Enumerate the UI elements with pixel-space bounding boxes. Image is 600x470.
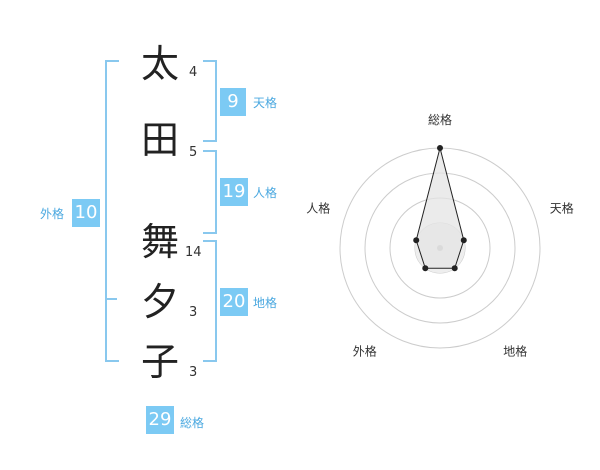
gaikaku-bracket-tick	[105, 298, 117, 300]
radar-point-4	[422, 265, 429, 272]
tenkaku-label: 天格	[253, 96, 278, 110]
stroke-count-4: 3	[189, 305, 198, 320]
radar-value-polygon	[415, 147, 465, 269]
stroke-count-5: 3	[189, 365, 198, 380]
chikaku-label: 地格	[253, 296, 278, 310]
gaikaku-label: 外格	[40, 207, 65, 221]
name-char-2: 田	[140, 118, 179, 162]
radar-axis-label-5: 人格	[306, 200, 330, 215]
tenkaku-bracket	[203, 60, 217, 142]
radar-axis-label-3: 地格	[503, 344, 527, 359]
stroke-count-1: 4	[189, 65, 198, 80]
radar-axis-label-2: 天格	[550, 200, 574, 215]
jinkaku-badge: 19	[220, 178, 248, 206]
gaikaku-badge: 10	[72, 199, 100, 227]
name-char-4: 夕	[140, 280, 179, 324]
gaikaku-bracket	[105, 60, 119, 362]
name-char-3: 舞	[140, 220, 179, 264]
jinkaku-label: 人格	[253, 186, 278, 200]
chikaku-badge: 20	[220, 288, 248, 316]
radar-point-2	[460, 237, 467, 244]
radar-point-1	[437, 145, 443, 151]
stroke-count-2: 5	[189, 145, 198, 160]
radar-point-5	[413, 237, 420, 244]
radar-point-3	[451, 265, 458, 272]
radar-axis-label-4: 外格	[353, 344, 377, 359]
tenkaku-badge: 9	[220, 88, 246, 116]
soukaku-badge: 29	[146, 406, 174, 434]
soukaku-label: 総格	[180, 416, 205, 430]
name-char-5: 子	[140, 340, 179, 384]
chikaku-bracket	[203, 240, 217, 362]
stroke-count-3: 14	[185, 245, 202, 260]
radar-axis-label-1: 総格	[428, 112, 452, 127]
name-char-1: 太	[140, 42, 179, 86]
jinkaku-bracket	[203, 150, 217, 234]
